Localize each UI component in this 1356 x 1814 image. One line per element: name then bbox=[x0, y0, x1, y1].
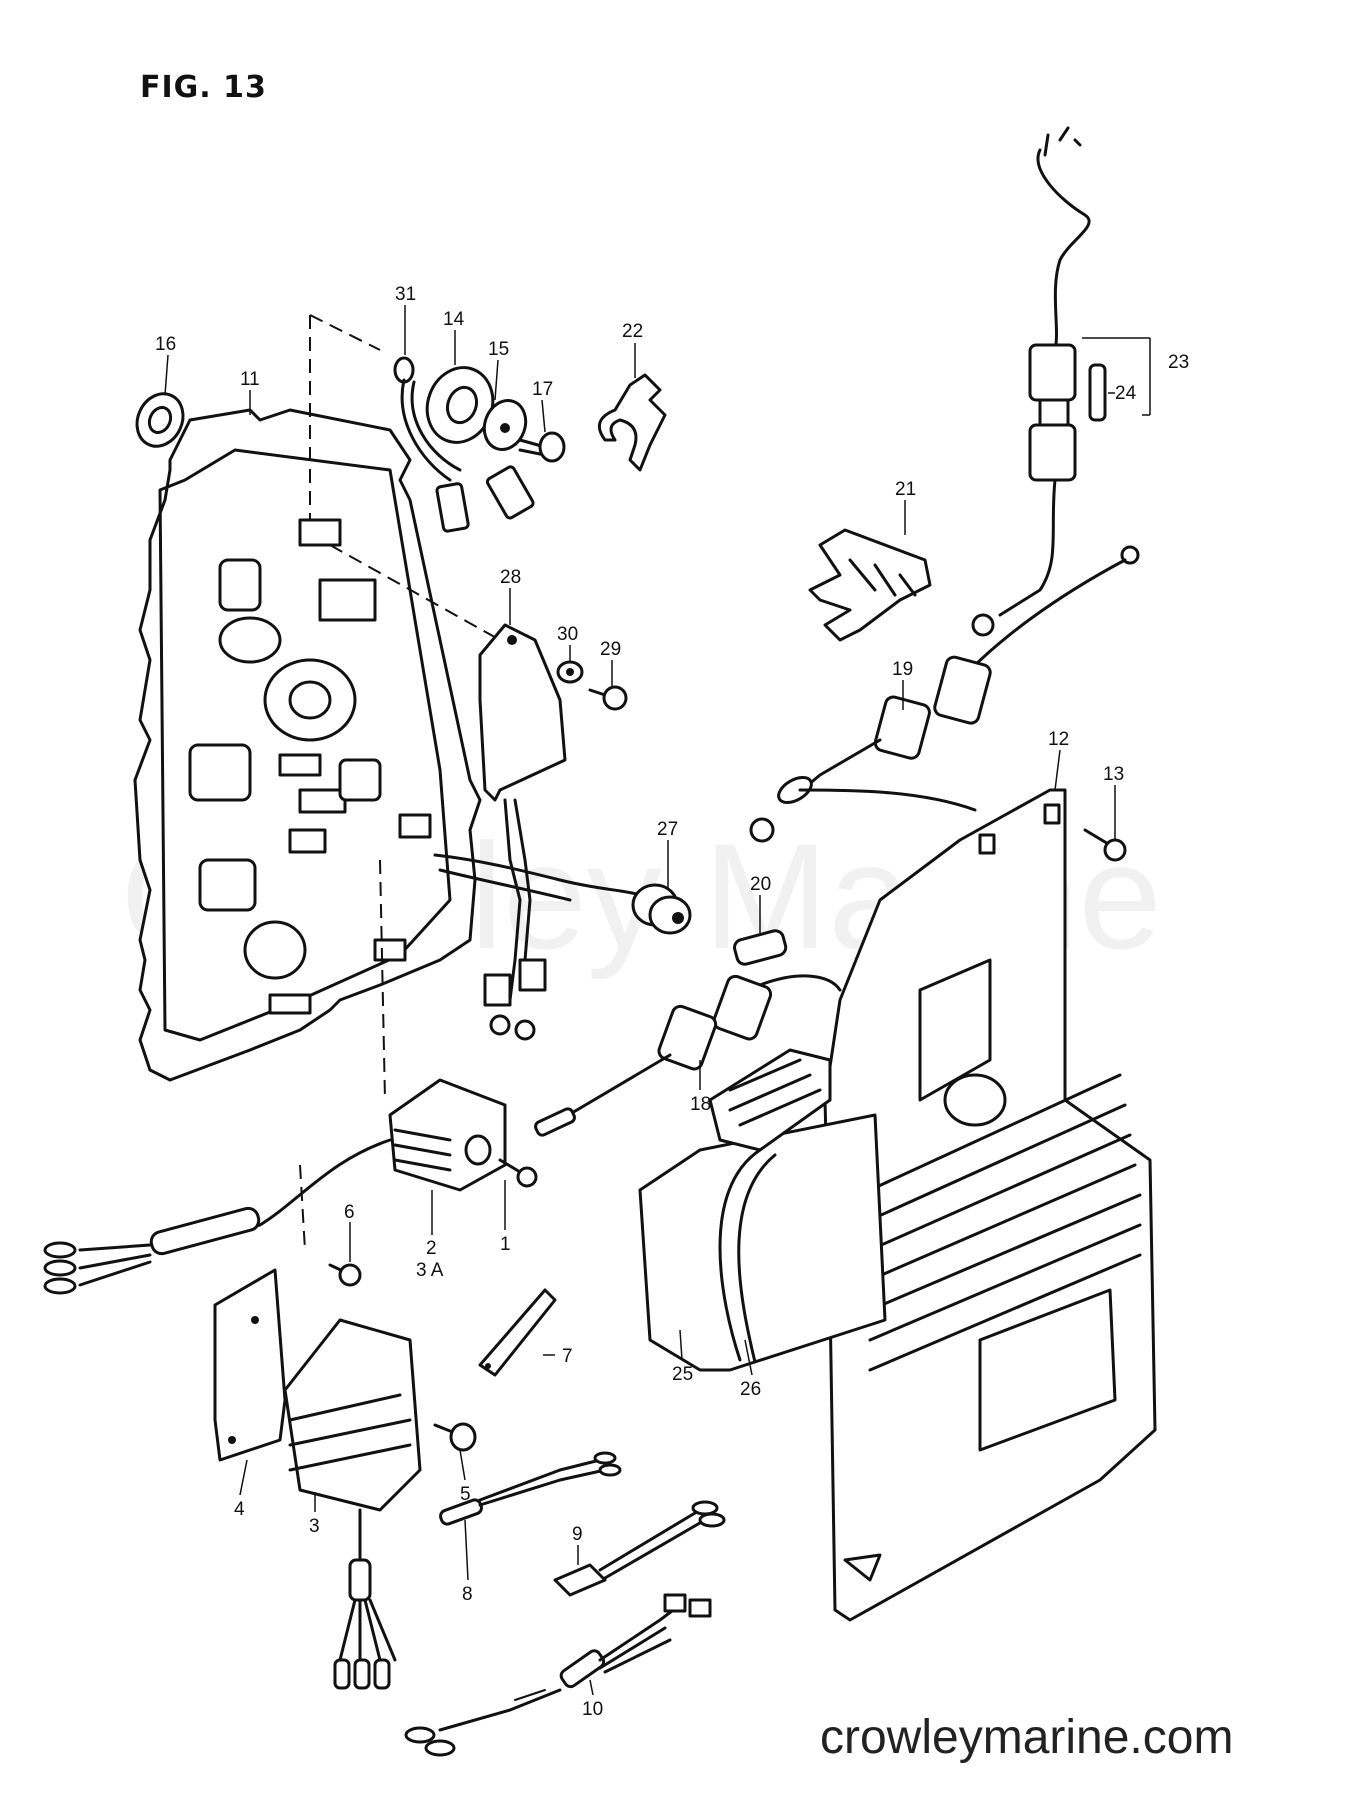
cover-12-part bbox=[823, 788, 1157, 1622]
fuse-24-part bbox=[1088, 363, 1107, 422]
callout-31: 31 bbox=[395, 284, 416, 305]
washer-16-part bbox=[135, 392, 185, 448]
callout-20: 20 bbox=[750, 874, 771, 895]
callout-7: 7 bbox=[562, 1346, 573, 1367]
bracket-21-part bbox=[808, 528, 932, 642]
callout-labels: 16 11 31 14 15 17 22 21 23 24 28 30 29 1… bbox=[155, 284, 1189, 1720]
mounting-panel-part bbox=[133, 408, 482, 1082]
callout-28: 28 bbox=[500, 567, 521, 588]
regulator-3-part bbox=[283, 1318, 422, 1690]
screw-1-part bbox=[498, 1158, 538, 1188]
callout-30: 30 bbox=[557, 624, 578, 645]
callout-21: 21 bbox=[895, 479, 916, 500]
callout-9: 9 bbox=[572, 1524, 583, 1545]
callout-16: 16 bbox=[155, 334, 176, 355]
callout-4: 4 bbox=[234, 1499, 245, 1520]
callout-15: 15 bbox=[488, 339, 509, 360]
callout-18: 18 bbox=[690, 1094, 711, 1115]
callout-17: 17 bbox=[532, 379, 553, 400]
callout-12: 12 bbox=[1048, 729, 1069, 750]
callout-29: 29 bbox=[600, 639, 621, 660]
website-link[interactable]: crowleymarine.com bbox=[820, 1711, 1234, 1764]
bolt-5-part bbox=[433, 1422, 477, 1452]
callout-27: 27 bbox=[657, 819, 678, 840]
screw-29-part bbox=[588, 685, 628, 711]
rectifier-2-part bbox=[43, 1078, 507, 1295]
connector-18-part bbox=[534, 974, 842, 1137]
clamp-22-part bbox=[597, 373, 667, 472]
bolt-17-part bbox=[518, 431, 566, 463]
callout-2: 2 bbox=[426, 1238, 437, 1259]
callout-5: 5 bbox=[460, 1484, 471, 1505]
washer-15-part bbox=[482, 399, 528, 451]
callout-11: 11 bbox=[240, 369, 260, 390]
callout-19: 19 bbox=[892, 659, 913, 680]
callout-22: 22 bbox=[622, 321, 643, 342]
callout-6: 6 bbox=[344, 1202, 355, 1223]
figure-title: FIG. 13 bbox=[140, 70, 267, 105]
lead-wire-31-part bbox=[393, 356, 535, 533]
fuse-20-part bbox=[733, 929, 788, 966]
wire-8-part bbox=[439, 1451, 622, 1526]
connector-19-part bbox=[749, 545, 1140, 843]
fuse-holder-23-part bbox=[971, 126, 1091, 637]
callout-1: 1 bbox=[500, 1234, 511, 1255]
callout-10: 10 bbox=[582, 1699, 603, 1720]
plate-4-part bbox=[213, 1268, 287, 1462]
assembly-guide-lines bbox=[299, 314, 501, 1251]
clip-7-part bbox=[478, 1288, 557, 1377]
callout-8: 8 bbox=[462, 1584, 473, 1605]
sensor-27-part bbox=[433, 853, 692, 935]
callout-24: 24 bbox=[1115, 383, 1137, 404]
screw-6-part bbox=[328, 1263, 362, 1287]
callout-23: 23 bbox=[1168, 352, 1189, 373]
callout-3a: 3 A bbox=[416, 1260, 444, 1281]
wire-10-part bbox=[404, 1593, 712, 1757]
callout-25: 25 bbox=[672, 1364, 693, 1385]
callout-26: 26 bbox=[740, 1379, 761, 1400]
band-26-part bbox=[718, 1148, 777, 1364]
cdi-unit-28-part bbox=[478, 623, 567, 1041]
callout-3: 3 bbox=[309, 1516, 320, 1537]
control-unit-25-part bbox=[638, 1048, 887, 1372]
callout-13: 13 bbox=[1103, 764, 1124, 785]
screw-13-part bbox=[1083, 828, 1127, 862]
wire-9-part bbox=[553, 1500, 726, 1597]
callout-leaders bbox=[164, 305, 1151, 1696]
callout-14: 14 bbox=[443, 309, 465, 330]
washer-30-part bbox=[556, 660, 584, 684]
